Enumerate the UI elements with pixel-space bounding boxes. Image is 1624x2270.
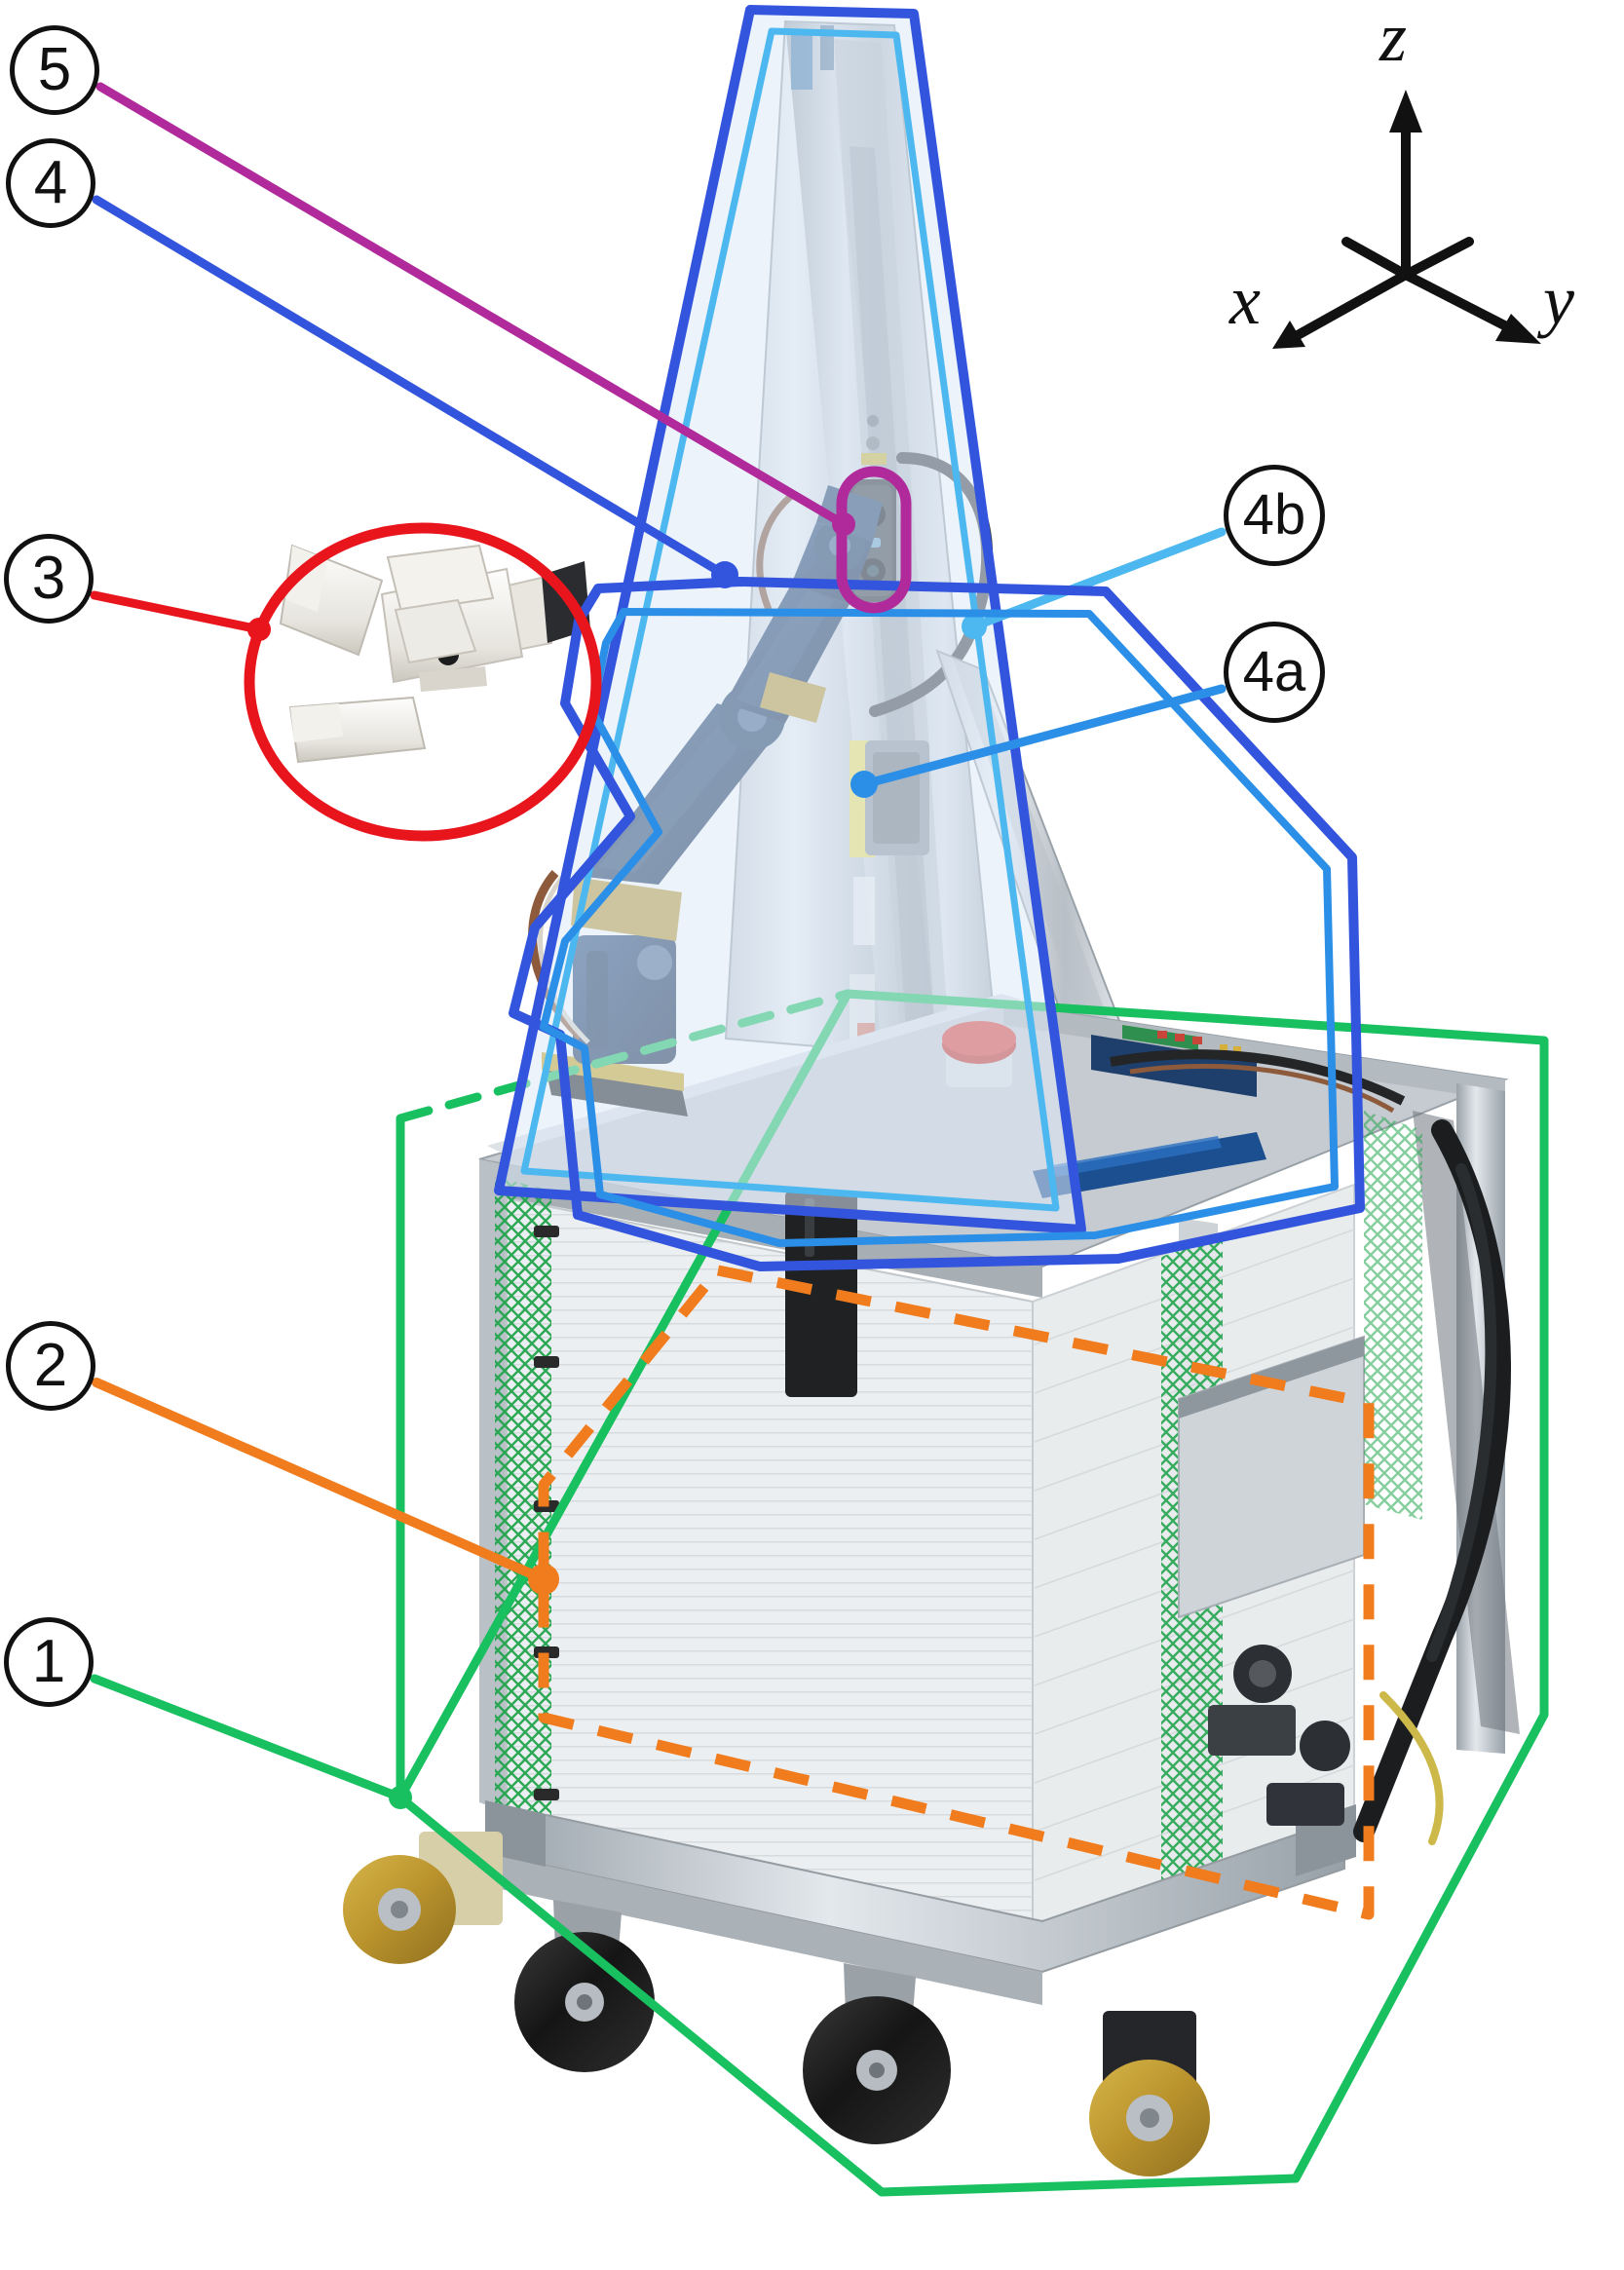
callout-5-label: 5 (37, 36, 72, 103)
axis-x-text: x (1229, 261, 1261, 339)
axis-label-x: x (1229, 265, 1261, 335)
callout-4-label: 4 (33, 149, 68, 216)
axis-label-y: y (1543, 265, 1574, 335)
axis-z-text: z (1379, 0, 1408, 76)
callout-4[interactable]: 4 (6, 138, 95, 228)
callout-4a[interactable]: 4a (1224, 622, 1325, 723)
callout-4b-label: 4b (1242, 483, 1306, 547)
callout-2-label: 2 (33, 1332, 68, 1399)
callout-3-label: 3 (31, 545, 66, 612)
callout-4b[interactable]: 4b (1224, 465, 1325, 566)
callout-1[interactable]: 1 (4, 1617, 94, 1707)
gripper-end-effector (279, 544, 590, 764)
callout-4a-label: 4a (1242, 640, 1306, 703)
axis-y-text: y (1543, 261, 1574, 339)
base-frame (343, 994, 1520, 2176)
callout-5[interactable]: 5 (10, 25, 99, 115)
callout-3[interactable]: 3 (4, 534, 94, 624)
callout-2[interactable]: 2 (6, 1321, 95, 1411)
callout-1-label: 1 (31, 1628, 66, 1695)
axis-label-z: z (1379, 2, 1407, 72)
